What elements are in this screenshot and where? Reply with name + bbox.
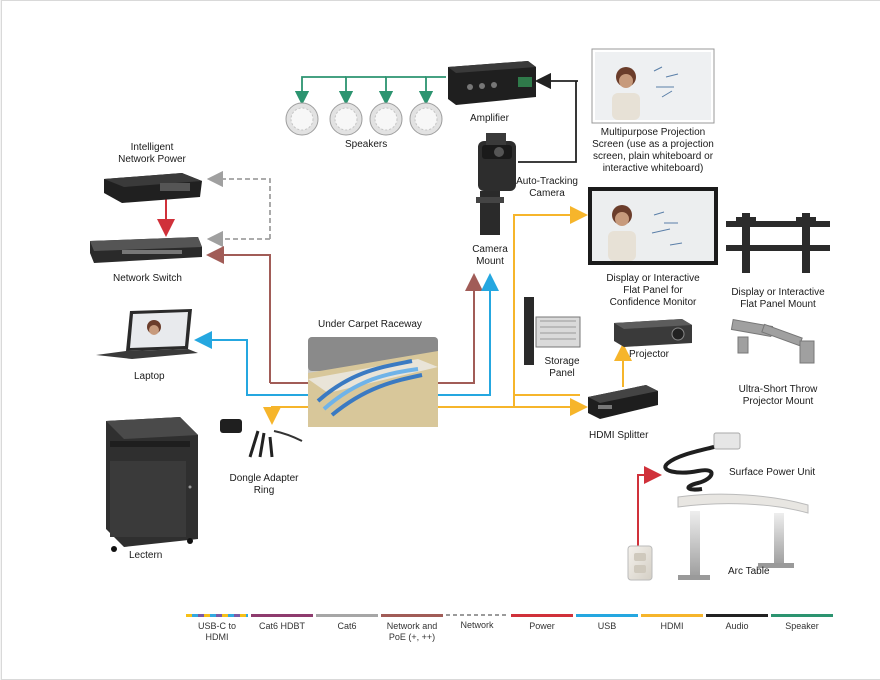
label-line: Confidence Monitor [609, 297, 697, 308]
network-switch-icon [90, 237, 202, 263]
legend-label: Network and PoE (+, ++) [386, 621, 438, 642]
label-line: Camera [472, 244, 508, 255]
projection-screen-icon [591, 48, 715, 124]
label-line: Storage [544, 356, 580, 367]
wall-outlet-icon [627, 545, 653, 581]
label-surface-power-unit: Surface Power Unit [729, 467, 816, 478]
label-amplifier: Amplifier [470, 113, 509, 124]
label-line: Display or Interactive [606, 273, 700, 284]
label-line: Network Power [118, 154, 186, 165]
legend-label: Power [529, 621, 555, 631]
legend-swatch [706, 614, 768, 617]
usb-wires [194, 273, 499, 396]
arc-table-icon [677, 493, 809, 580]
label-flat-panel-mount: Display or Interactive Flat Panel Mount [724, 287, 832, 311]
lectern-icon [106, 417, 198, 552]
label-network-switch: Network Switch [113, 273, 182, 284]
label-line: Flat Panel Mount [740, 299, 816, 310]
legend-label: HDMI [660, 621, 684, 631]
legend-label: USB-C to HDMI [197, 621, 236, 642]
dongle-adapter-ring-icon [220, 419, 303, 458]
label-line: interactive whiteboard) [602, 163, 704, 174]
legend-item-network-poe: Network and PoE (+, ++) [381, 614, 443, 643]
intelligent-network-power-icon [104, 173, 202, 203]
network-wires [206, 170, 271, 248]
legend-label: Cat6 [337, 621, 357, 631]
label-under-carpet-raceway: Under Carpet Raceway [318, 319, 422, 330]
legend-swatch [641, 614, 703, 617]
label-line: Panel [549, 368, 575, 379]
label-camera-mount: Camera Mount [468, 244, 512, 268]
legend-swatch [446, 614, 508, 616]
label-line: Multipurpose Projection [600, 127, 706, 138]
storage-panel-icon [524, 297, 581, 365]
legend-item-hdmi: HDMI [641, 614, 703, 632]
amplifier-icon [448, 61, 536, 105]
network-poe-wires [206, 246, 483, 384]
legend-label: Network [460, 620, 494, 630]
flat-panel-display-icon [588, 187, 718, 265]
label-line: Intelligent [130, 142, 174, 153]
label-line: Camera [529, 188, 565, 199]
legend-item-network: Network [446, 614, 508, 631]
label-arc-table: Arc Table [728, 566, 770, 577]
label-projector: Projector [629, 349, 670, 360]
label-ust-projector-mount: Ultra-Short Throw Projector Mount [724, 384, 832, 408]
power-wire-surface [637, 466, 662, 546]
legend-label: Audio [725, 621, 749, 631]
label-projection-screen: Multipurpose Projection Screen (use as a… [585, 127, 721, 175]
audio-wire [518, 72, 578, 163]
label-line: Dongle Adapter [229, 473, 299, 484]
label-intelligent-network-power: Intelligent Network Power [112, 142, 192, 166]
legend-swatch [251, 614, 313, 617]
label-auto-tracking-camera: Auto-Tracking Camera [514, 176, 580, 200]
legend-label: Cat6 HDBT [258, 621, 305, 631]
label-lectern: Lectern [129, 550, 163, 561]
hdmi-splitter-icon [588, 385, 658, 419]
label-line: Ring [253, 485, 275, 496]
label-line: screen, plain whiteboard or [592, 151, 714, 162]
label-line: Display or Interactive [731, 287, 825, 298]
legend-item-usbc-hdmi: USB-C to HDMI [186, 614, 248, 643]
label-line: Screen (use as a projection [592, 139, 714, 150]
legend-label: Speaker [785, 621, 819, 631]
label-hdmi-splitter: HDMI Splitter [589, 430, 649, 441]
legend-swatch [381, 614, 443, 617]
legend-item-speaker: Speaker [771, 614, 833, 632]
legend-label: USB [597, 621, 617, 631]
under-carpet-raceway-icon [308, 337, 438, 427]
label-line: Flat Panel for [623, 285, 683, 296]
label-speakers: Speakers [345, 139, 388, 150]
label-dongle-adapter-ring: Dongle Adapter Ring [222, 473, 306, 497]
label-line: Projector Mount [742, 396, 814, 407]
legend-swatch [576, 614, 638, 617]
legend-swatch [771, 614, 833, 617]
projector-icon [614, 319, 692, 347]
label-line: Mount [476, 256, 504, 267]
ust-projector-mount-icon [730, 319, 815, 364]
legend-item-power: Power [511, 614, 573, 632]
legend-swatch [511, 614, 573, 617]
label-line: Ultra-Short Throw [738, 384, 818, 395]
legend-item-cat6-hdbt: Cat6 HDBT [251, 614, 313, 632]
flat-panel-mount-icon [726, 213, 830, 273]
label-laptop: Laptop [134, 371, 165, 382]
hdmi-wires [263, 206, 632, 425]
legend-swatch [186, 614, 248, 617]
auto-tracking-camera-icon [478, 133, 516, 191]
legend-item-usb: USB [576, 614, 638, 632]
camera-mount-icon [476, 191, 504, 235]
speaker-wires [294, 76, 446, 106]
label-line: Auto-Tracking [516, 176, 578, 187]
surface-power-unit-icon [663, 432, 741, 492]
label-storage-panel: Storage Panel [540, 356, 584, 380]
label-display-flat-panel: Display or Interactive Flat Panel for Co… [595, 273, 711, 309]
legend-item-audio: Audio [706, 614, 768, 632]
laptop-icon [96, 309, 198, 359]
legend-swatch [316, 614, 378, 617]
legend-item-cat6: Cat6 [316, 614, 378, 632]
speaker-icon [285, 102, 443, 136]
